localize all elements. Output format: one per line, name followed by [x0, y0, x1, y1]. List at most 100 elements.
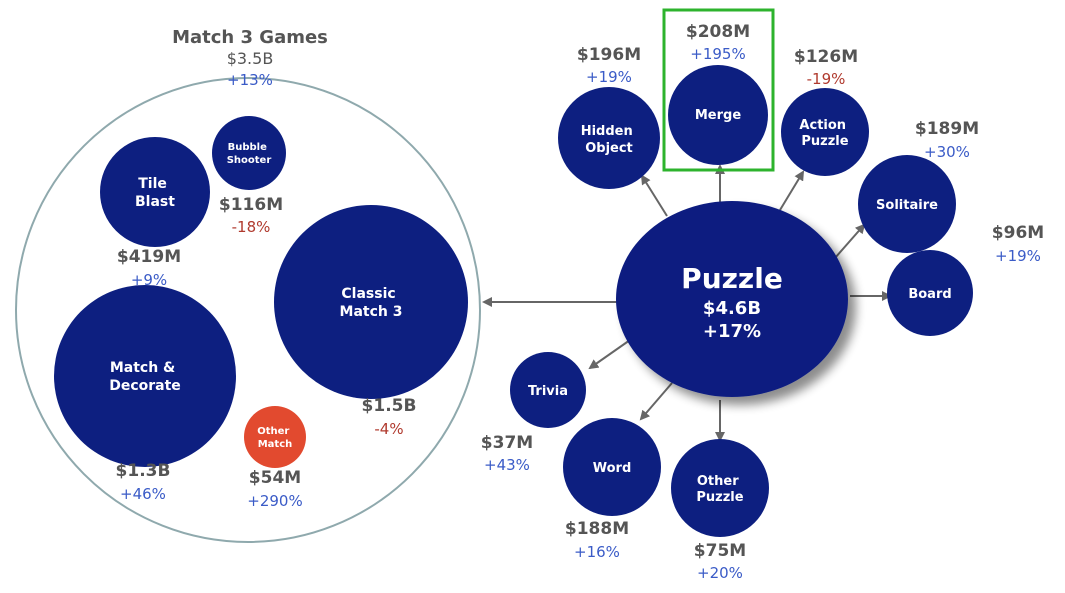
other-match-label-1: Other [257, 426, 289, 437]
board-label: Board [908, 287, 951, 302]
solitaire-node: $189M +30% Solitaire [858, 119, 979, 253]
svg-text:Hidden Object: Hidden Object [581, 124, 638, 156]
bubble-shooter-label-1: Bubble [228, 142, 267, 153]
svg-text:Action Puzzle: Action Puzzle [799, 118, 850, 149]
merge-highlight-box [662, 8, 775, 172]
tile-blast-node: Tile Blast $419M +9% [100, 137, 210, 289]
word-amount: $188M [565, 519, 629, 539]
puzzle-center-bubble [616, 201, 848, 397]
bubble-shooter-label-2: Shooter [227, 155, 272, 166]
classic-match3-bubble [274, 205, 468, 399]
tile-blast-bubble [100, 137, 210, 247]
match3-title: Match 3 Games [172, 27, 328, 48]
action-puzzle-label-1: Action [799, 118, 846, 133]
bubble-shooter-node: Bubble Shooter $116M -18% [212, 116, 286, 236]
merge-label: Merge [695, 108, 741, 123]
puzzle-title: Puzzle [681, 262, 783, 295]
other-puzzle-growth: +20% [697, 564, 743, 582]
arrow-to-action-puzzle [779, 170, 805, 211]
other-match-bubble [244, 406, 306, 468]
tile-blast-growth: +9% [131, 271, 167, 289]
word-growth: +16% [574, 543, 620, 561]
puzzle-growth: +17% [703, 321, 761, 342]
other-puzzle-label-2: Puzzle [696, 490, 743, 505]
board-amount: $96M [992, 223, 1044, 243]
word-node: Word $188M +16% [563, 418, 661, 561]
hidden-object-label-2: Object [585, 141, 633, 156]
arrow-to-hidden-object [640, 174, 668, 217]
trivia-node: Trivia $37M +43% [481, 352, 586, 474]
word-bubble [563, 418, 661, 516]
word-label: Word [593, 461, 632, 476]
other-puzzle-label-1: Other [697, 474, 739, 489]
match-decorate-growth: +46% [120, 485, 166, 503]
solitaire-amount: $189M [915, 119, 979, 139]
match3-amount: $3.5B [227, 49, 274, 68]
solitaire-label: Solitaire [876, 198, 938, 213]
classic-match3-node: Classic Match 3 $1.5B -4% [274, 205, 468, 438]
hidden-object-amount: $196M [577, 45, 641, 65]
trivia-growth: +43% [484, 456, 530, 474]
board-bubble [887, 250, 973, 336]
classic-match3-label-1: Classic [341, 286, 395, 302]
hidden-object-bubble [558, 87, 660, 189]
solitaire-growth: +30% [924, 143, 970, 161]
svg-text:Other Puzzle: Other Puzzle [696, 474, 743, 505]
bubble-shooter-bubble [212, 116, 286, 190]
arrow-to-word [639, 382, 673, 421]
match-decorate-label-2: Decorate [109, 378, 181, 394]
match-decorate-amount: $1.3B [116, 461, 171, 481]
arrow-to-solitaire [834, 223, 866, 259]
svg-text:Bubble Shooter: Bubble Shooter [227, 142, 272, 166]
other-puzzle-node: Other Puzzle $75M +20% [671, 439, 769, 582]
tile-blast-amount: $419M [117, 247, 181, 267]
other-puzzle-amount: $75M [694, 541, 746, 561]
svg-text:Match & Decorate: Match & Decorate [109, 360, 181, 394]
match3-group: Match 3 Games $3.5B +13% Tile Blast $419… [15, 27, 481, 543]
action-puzzle-bubble [781, 88, 869, 176]
other-match-amount: $54M [249, 468, 301, 488]
merge-node: $208M +195% Merge [662, 8, 775, 172]
merge-bubble [668, 65, 768, 165]
match-decorate-node: Match & Decorate $1.3B +46% [54, 285, 236, 503]
other-match-growth: +290% [247, 492, 302, 510]
solitaire-bubble [858, 155, 956, 253]
match3-group-ring [15, 77, 481, 543]
other-match-node: Other Match $54M +290% [244, 406, 306, 510]
svg-text:Tile Blast: Tile Blast [135, 176, 175, 210]
puzzle-amount: $4.6B [703, 298, 761, 319]
connector-arrows [482, 164, 892, 442]
svg-text:Classic Match 3: Classic Match 3 [340, 286, 403, 320]
bubble-shooter-amount: $116M [219, 195, 283, 215]
puzzle-center-node: Puzzle $4.6B +17% [616, 201, 848, 397]
trivia-label: Trivia [528, 384, 568, 399]
classic-match3-amount: $1.5B [362, 396, 417, 416]
puzzle-group: Puzzle $4.6B +17% $208M +195% Merge $196… [481, 8, 1044, 582]
classic-match3-label-2: Match 3 [340, 304, 403, 320]
board-growth: +19% [995, 247, 1041, 265]
match-decorate-bubble [54, 285, 236, 467]
trivia-amount: $37M [481, 433, 533, 453]
merge-amount: $208M [686, 22, 750, 42]
action-puzzle-node: $126M -19% Action Puzzle [781, 47, 869, 176]
other-match-label-2: Match [258, 439, 293, 450]
bubble-shooter-growth: -18% [232, 218, 271, 236]
board-node: $96M +19% Board [887, 223, 1044, 336]
arrow-to-trivia [588, 339, 631, 370]
action-puzzle-label-2: Puzzle [801, 134, 848, 149]
trivia-bubble [510, 352, 586, 428]
action-puzzle-growth: -19% [807, 70, 846, 88]
svg-text:Other Match: Other Match [257, 426, 293, 450]
other-puzzle-bubble [671, 439, 769, 537]
tile-blast-label-2: Blast [135, 194, 175, 210]
hidden-object-label-1: Hidden [581, 124, 633, 139]
merge-growth: +195% [690, 45, 745, 63]
classic-match3-growth: -4% [374, 420, 403, 438]
match-decorate-label-1: Match & [110, 360, 175, 376]
action-puzzle-amount: $126M [794, 47, 858, 67]
tile-blast-label-1: Tile [138, 176, 167, 192]
hidden-object-growth: +19% [586, 68, 632, 86]
match3-growth: +13% [227, 71, 273, 89]
hidden-object-node: $196M +19% Hidden Object [558, 45, 660, 189]
